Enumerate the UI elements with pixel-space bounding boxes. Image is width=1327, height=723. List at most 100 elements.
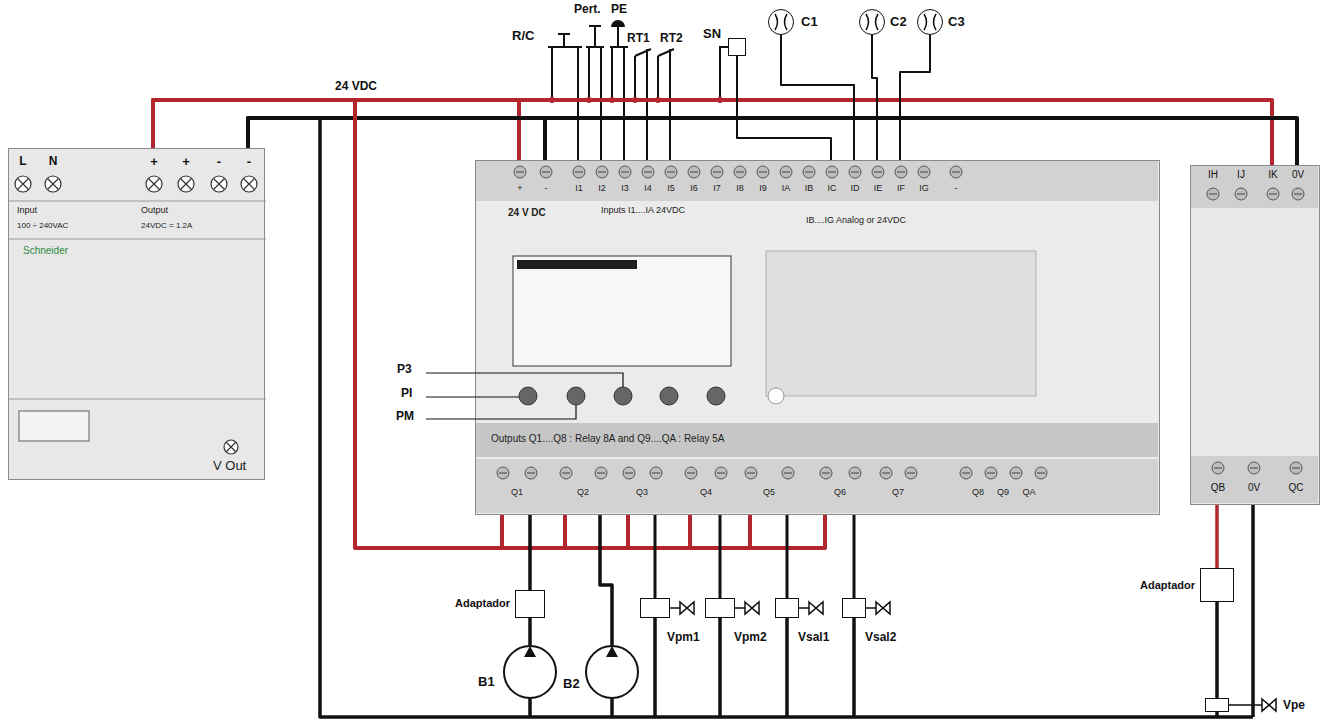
screw	[803, 166, 815, 178]
screw	[1290, 462, 1302, 474]
screw	[985, 467, 997, 479]
terminal-label: Q3	[636, 487, 648, 497]
screw	[1207, 188, 1219, 200]
annotation-label: P3	[397, 363, 412, 377]
adapter-box: Adaptador	[1200, 568, 1234, 602]
terminal-label: Q5	[763, 487, 775, 497]
screw	[688, 166, 700, 178]
key-button	[614, 387, 632, 405]
wire-connector	[786, 515, 789, 598]
output-pot	[224, 440, 238, 454]
screw	[623, 467, 635, 479]
terminal-label: I7	[713, 183, 721, 193]
leader-lines	[426, 373, 623, 419]
screw	[1212, 462, 1224, 474]
device-label: -	[247, 155, 251, 170]
output-footer	[1191, 456, 1318, 503]
key-button	[660, 387, 678, 405]
lamp-filaments	[775, 14, 936, 30]
terminal-label: QB	[1211, 482, 1225, 494]
solenoid-valve: Vsal2	[842, 598, 866, 618]
output-screws	[497, 467, 1047, 479]
annotation-label: RT1	[627, 32, 650, 46]
adapter-box: Adaptador	[515, 590, 545, 618]
terminal-label: Q4	[700, 487, 712, 497]
screw-slots	[516, 171, 960, 172]
terminal-label: I1	[575, 183, 583, 193]
wire-connector	[600, 515, 612, 645]
device-tag: SN	[703, 27, 721, 42]
device-tag: C2	[890, 15, 907, 30]
terminal-label: IA	[782, 183, 791, 193]
annotation-label: PI	[401, 387, 412, 401]
screw	[685, 467, 697, 479]
valve-symbols	[670, 602, 1276, 711]
screw	[905, 467, 917, 479]
key-button	[567, 387, 585, 405]
device-tag: Adaptador	[455, 597, 510, 610]
wire-connector	[900, 35, 930, 160]
terminal-label: IB....IG Analog or 24VDC	[806, 215, 906, 225]
terminal-label: I8	[736, 183, 744, 193]
device-tag: Vsal1	[798, 631, 829, 645]
terminal-label: IH	[1208, 169, 1218, 181]
terminal-label: Outputs Q1....Q8 : Relay 8A and Q9....QA…	[491, 433, 724, 445]
device-tag: C3	[948, 15, 965, 30]
input-terminal-strip	[476, 161, 1158, 201]
expansion-module: IHIJIK0VQB0VQC	[1190, 165, 1320, 505]
screw	[820, 467, 832, 479]
terminal-label: 24 V DC	[508, 207, 546, 219]
screw	[596, 166, 608, 178]
terminal-label: QA	[1022, 487, 1035, 497]
wire-connector	[654, 515, 657, 598]
pilot-lamp: C1	[768, 9, 794, 35]
wire-connector	[737, 56, 831, 160]
wire-connector	[872, 35, 877, 160]
pump-symbol: B1	[503, 645, 557, 699]
device-tag: Vpm1	[667, 631, 700, 645]
terminal-label: IF	[897, 183, 905, 193]
wire-connector	[153, 100, 1272, 165]
device-label: L	[19, 155, 26, 169]
terminal-label: Q1	[511, 487, 523, 497]
ext-screws	[1207, 188, 1304, 474]
terminal-label: IB	[805, 183, 814, 193]
solenoid-valve: Vpm1	[640, 598, 670, 618]
output-terminal-strip	[476, 459, 1158, 513]
device-label: Schneider	[23, 245, 68, 257]
annotation-label: Pert.	[574, 3, 601, 17]
screw	[573, 166, 585, 178]
front-panel	[766, 251, 1036, 396]
terminal-screw	[241, 176, 257, 192]
terminal-label: IJ	[1237, 169, 1245, 181]
terminal-label: IG	[919, 183, 929, 193]
input-header	[1191, 166, 1318, 208]
power-supply-detail	[9, 149, 266, 481]
screw	[1035, 467, 1047, 479]
lcd-display	[513, 256, 731, 366]
terminal-label: I2	[598, 183, 606, 193]
pump-arrows	[524, 646, 618, 657]
screw	[950, 166, 962, 178]
wire-connector	[528, 618, 532, 645]
device-label: 24VDC = 1.2A	[141, 221, 192, 230]
annotation-label: R/C	[512, 29, 534, 44]
device-tag: Vpm2	[734, 631, 767, 645]
device-label: V Out	[213, 459, 246, 474]
screw-crosses	[18, 179, 255, 453]
device-tag: Vpe	[1283, 699, 1305, 713]
solenoid-valve: Vpm2	[705, 598, 735, 618]
terminal-label: I3	[621, 183, 629, 193]
wire-connector	[1215, 602, 1219, 698]
terminal-label: I9	[759, 183, 767, 193]
device-label: Input	[17, 205, 37, 215]
input-screws	[514, 166, 962, 178]
device-tag: Vsal2	[865, 631, 896, 645]
screw	[514, 166, 526, 178]
screw	[849, 467, 861, 479]
screw	[619, 166, 631, 178]
keypad	[519, 387, 784, 405]
terminal-label: ID	[851, 183, 860, 193]
device-label: -	[217, 155, 221, 170]
annotation-label: RT2	[660, 32, 683, 46]
